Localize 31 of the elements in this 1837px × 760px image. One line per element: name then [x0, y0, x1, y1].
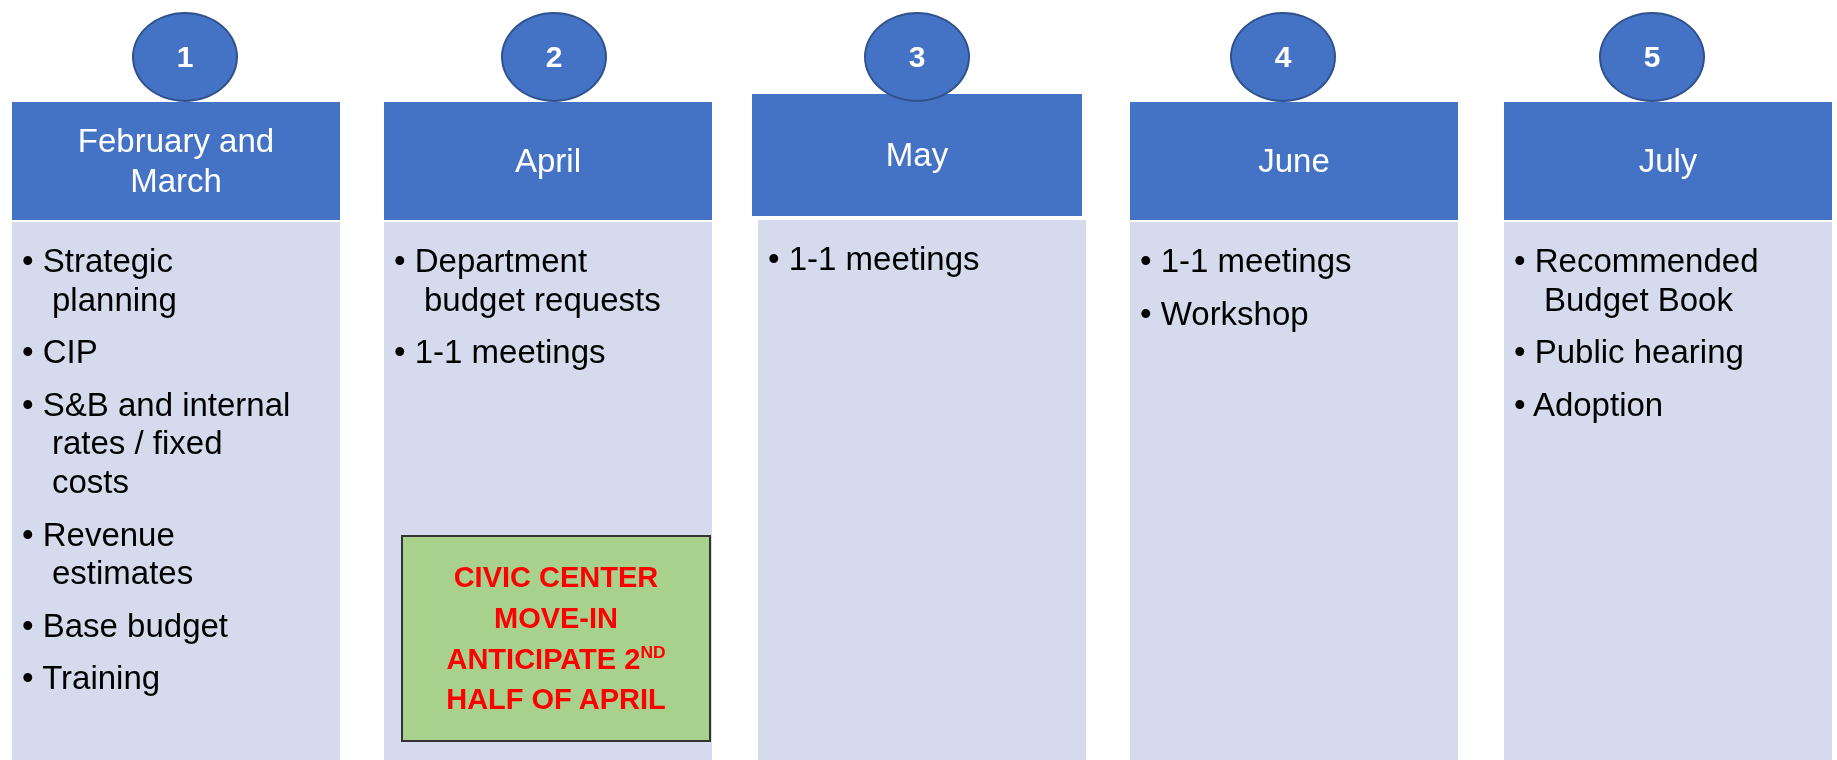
bullet-item: • Department budget requests — [394, 242, 662, 320]
bullet-item: • Recommended Budget Book — [1514, 242, 1760, 320]
column-panel — [1504, 222, 1832, 760]
step-number-circle: 2 — [501, 12, 607, 102]
column-panel — [1130, 222, 1458, 760]
month-header: February and March — [12, 102, 340, 220]
column-panel — [758, 220, 1086, 760]
bullet-item: • Revenue estimates — [22, 515, 195, 593]
step-number-circle: 5 — [1599, 12, 1705, 102]
bullet-item: • Workshop — [1140, 294, 1310, 334]
bullet-item: • Adoption — [1514, 385, 1665, 425]
note-text: CIVIC CENTER MOVE-IN ANTICIPATE 2$^{ND}$ HALF OF APRIL — [445, 560, 667, 718]
bullet-item: • Training — [22, 659, 162, 699]
bullet-item: • Public hearing — [1514, 333, 1745, 372]
bullet-item: • Base budget — [22, 606, 230, 646]
bullet-item: • S&B and internal rates / fixed costs — [22, 385, 292, 502]
bullet-item: • Strategic planning — [22, 242, 178, 320]
month-header: June — [1130, 102, 1458, 220]
step-number-circle: 4 — [1230, 12, 1336, 102]
column-panel — [12, 222, 340, 760]
bullet-item: • CIP — [22, 333, 99, 372]
bullet-item: • 1-1 meetings — [1140, 242, 1353, 281]
bullet-item: • 1-1 meetings — [768, 240, 981, 279]
bullet-item: • 1-1 meetings — [394, 333, 607, 372]
step-number-circle: 1 — [132, 12, 238, 102]
month-header: April — [384, 102, 712, 220]
month-header: May — [752, 94, 1082, 216]
note-box — [401, 535, 711, 742]
column-panel — [384, 222, 712, 760]
step-number-circle: 3 — [864, 12, 970, 102]
month-header: July — [1504, 102, 1832, 220]
